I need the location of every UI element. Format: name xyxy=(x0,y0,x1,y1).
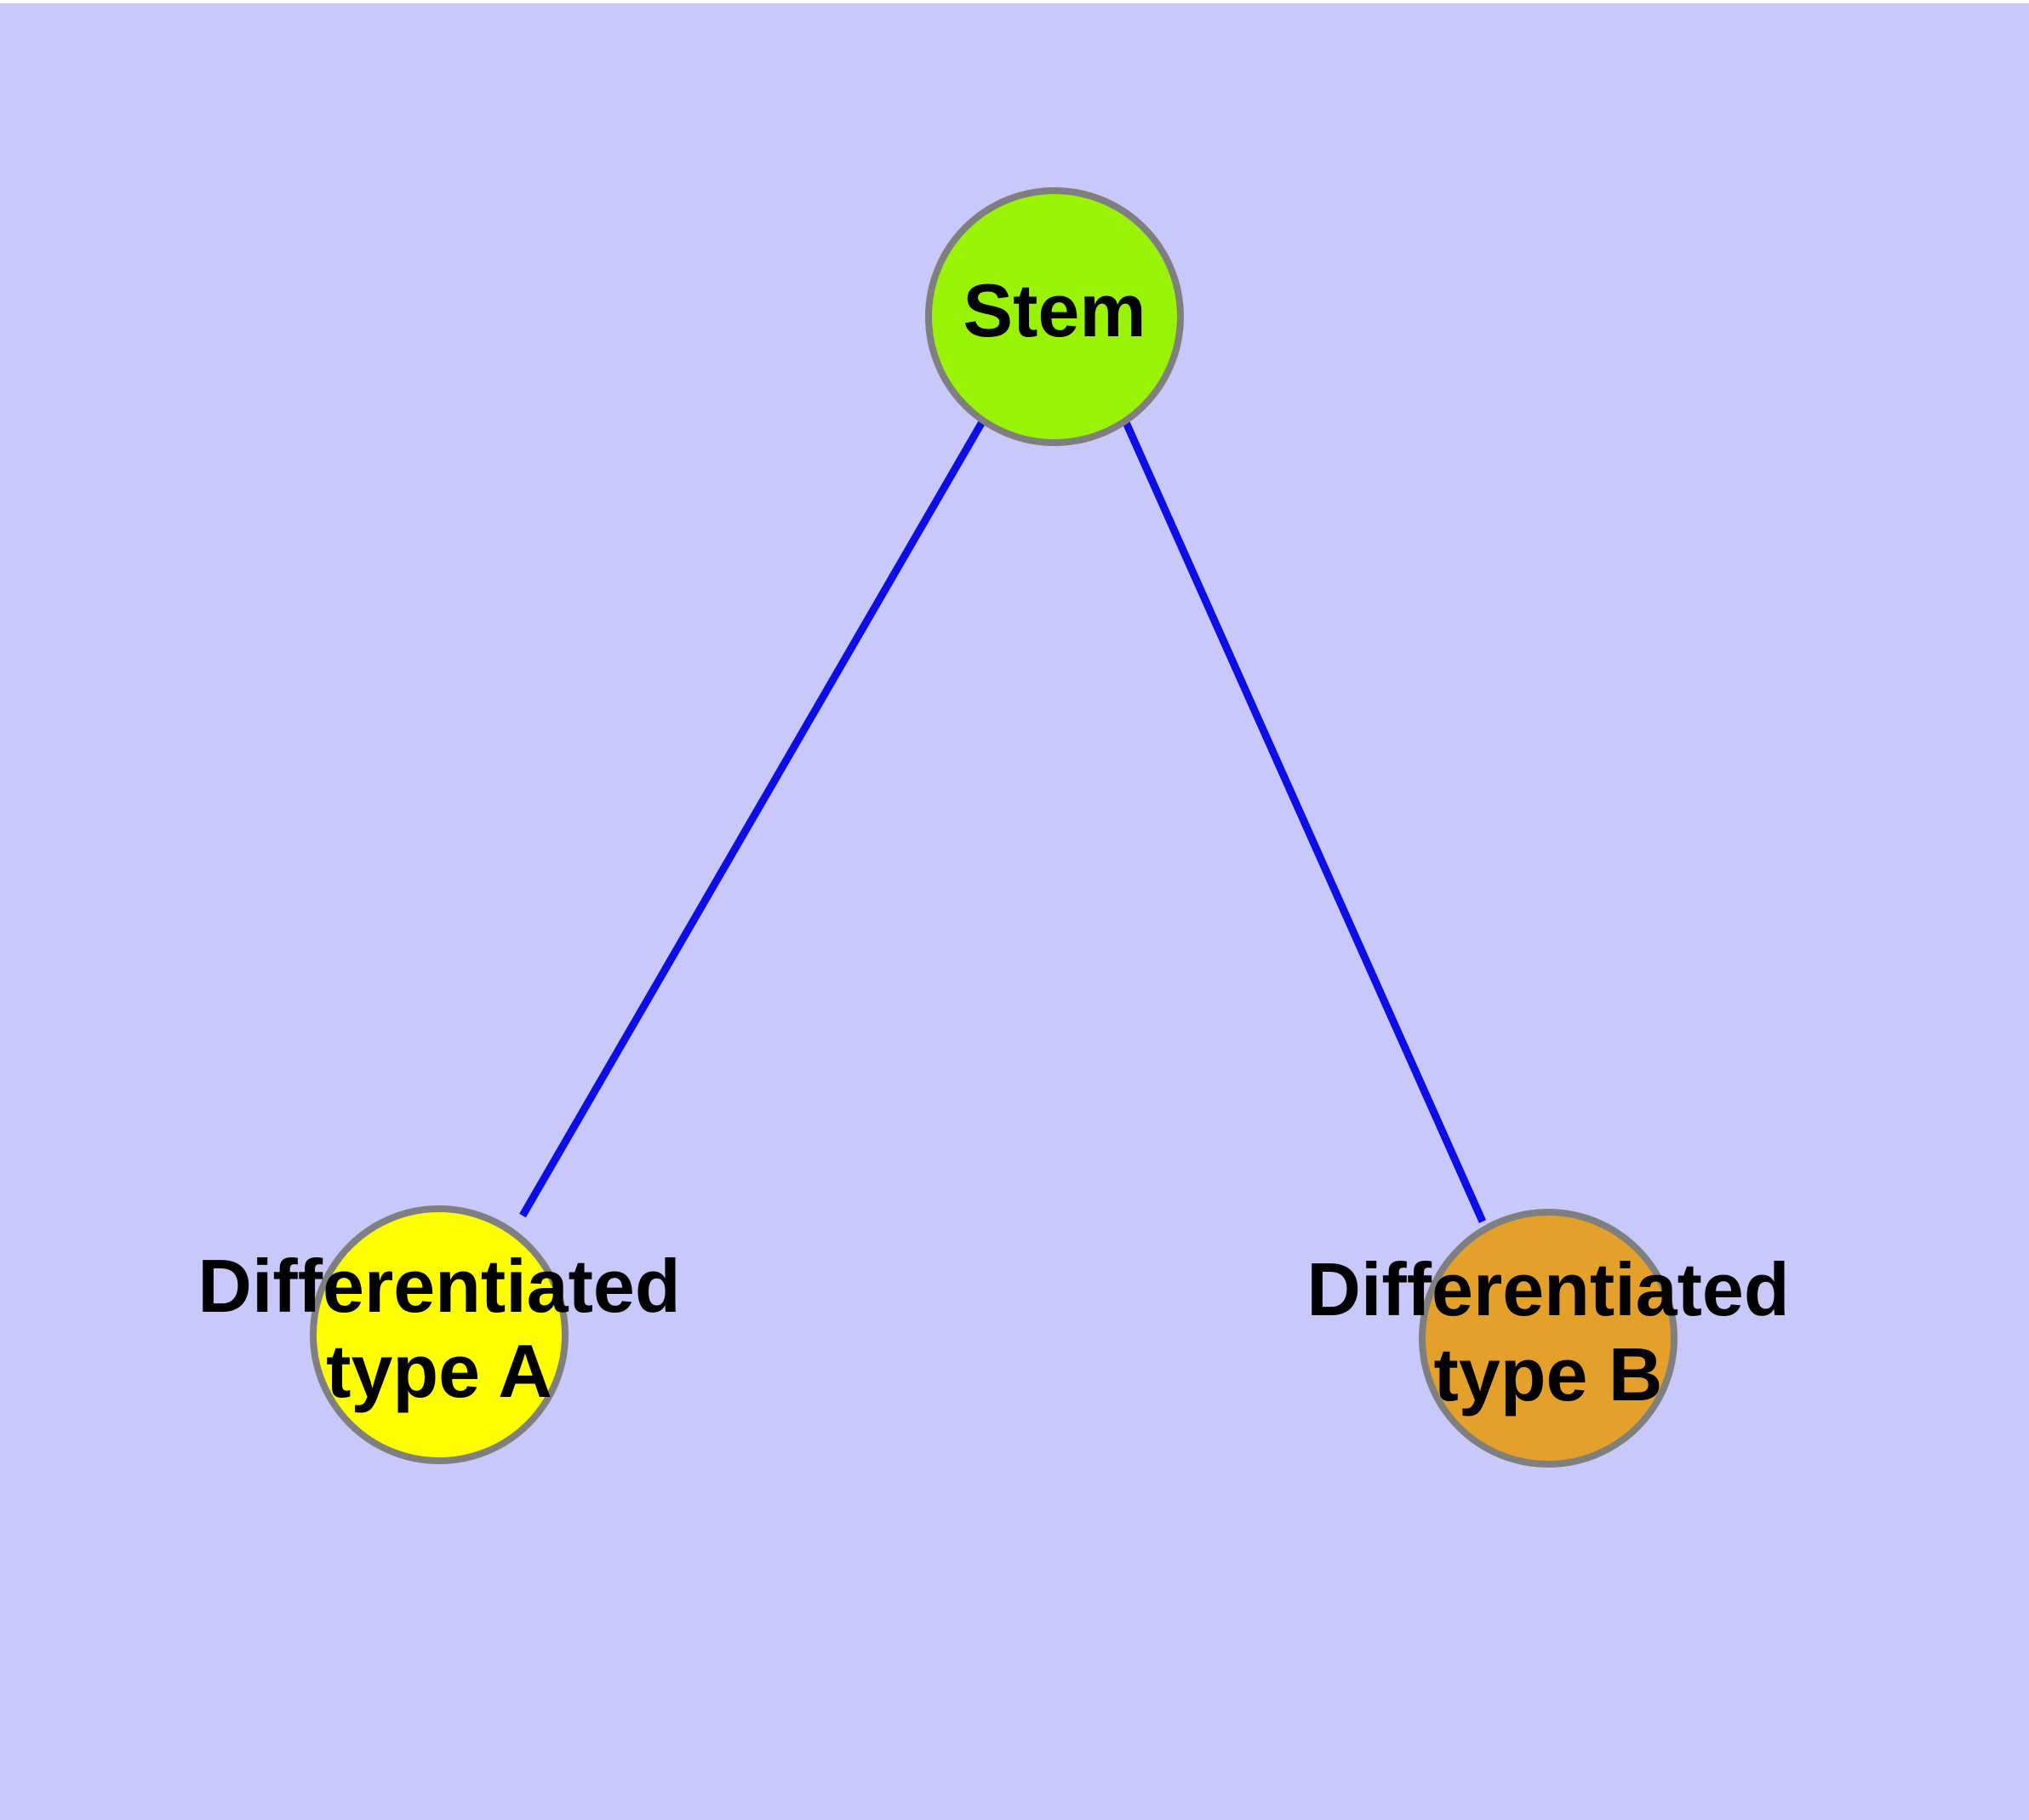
node-label-line: Stem xyxy=(963,268,1146,352)
node-differentiated-type-b-circle[interactable] xyxy=(1419,1209,1677,1468)
node-label-line: type B xyxy=(1434,1332,1663,1417)
node-differentiated-type-b[interactable] xyxy=(1419,1209,1677,1468)
node-differentiated-type-a-circle[interactable] xyxy=(310,1205,569,1464)
node-layer xyxy=(310,187,1677,1468)
edge-layer xyxy=(519,418,1487,1223)
node-stem-circle[interactable] xyxy=(925,187,1184,446)
node-label-line: Differentiated xyxy=(197,1244,680,1328)
edge-stem-to-differentiated-type-b[interactable] xyxy=(1121,419,1487,1223)
node-stem-label: Stem xyxy=(963,268,1146,352)
node-label-line: type A xyxy=(326,1329,552,1413)
node-differentiated-type-a[interactable] xyxy=(310,1205,569,1464)
node-stem[interactable] xyxy=(925,187,1184,446)
node-label-line: Differentiated xyxy=(1306,1247,1789,1331)
edge-stem-to-differentiated-type-a[interactable] xyxy=(519,418,986,1218)
